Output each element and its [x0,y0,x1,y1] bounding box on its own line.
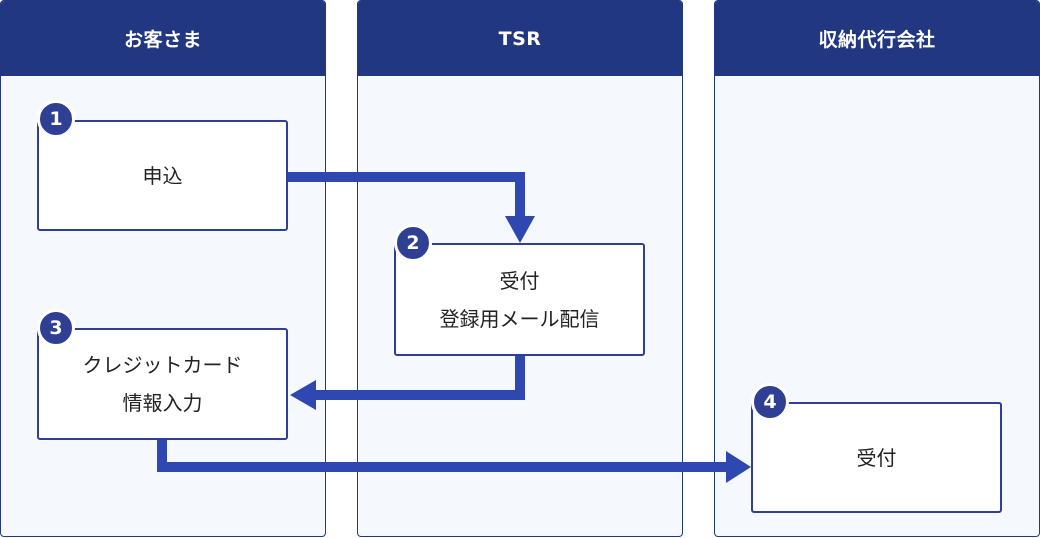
step-number-badge-2: 2 [394,224,432,262]
step-box-2: 受付 登録用メール配信 [394,243,645,356]
lane-header-tsr: TSR [358,1,682,76]
arrowhead-to-step-4 [726,451,751,483]
step-1-text-1: 申込 [142,163,183,188]
step-3-text-2: 情報入力 [122,391,203,415]
step-number-badge-3: 3 [37,309,75,347]
step-2-text-1: 受付 [499,268,540,293]
step-box-1: 申込 [37,120,288,231]
arrow-1-to-2 [288,172,525,216]
lane-header-agency: 収納代行会社 [715,1,1039,76]
step-box-4: 受付 [751,402,1002,513]
step-3-text-1: クレジットカード [82,353,243,377]
step-number-badge-4: 4 [751,383,789,421]
arrowhead-to-step-3 [290,380,316,410]
arrow-3-to-4 [157,440,726,472]
step-box-3: クレジットカード 情報入力 [37,328,288,440]
arrow-2-to-3 [316,356,525,400]
arrowhead-to-step-2 [505,216,535,243]
lane-header-customer: お客さま [1,1,325,76]
step-2-text-2: 登録用メール配信 [439,306,600,331]
step-number-badge-1: 1 [37,100,75,138]
step-4-text-1: 受付 [856,445,897,470]
